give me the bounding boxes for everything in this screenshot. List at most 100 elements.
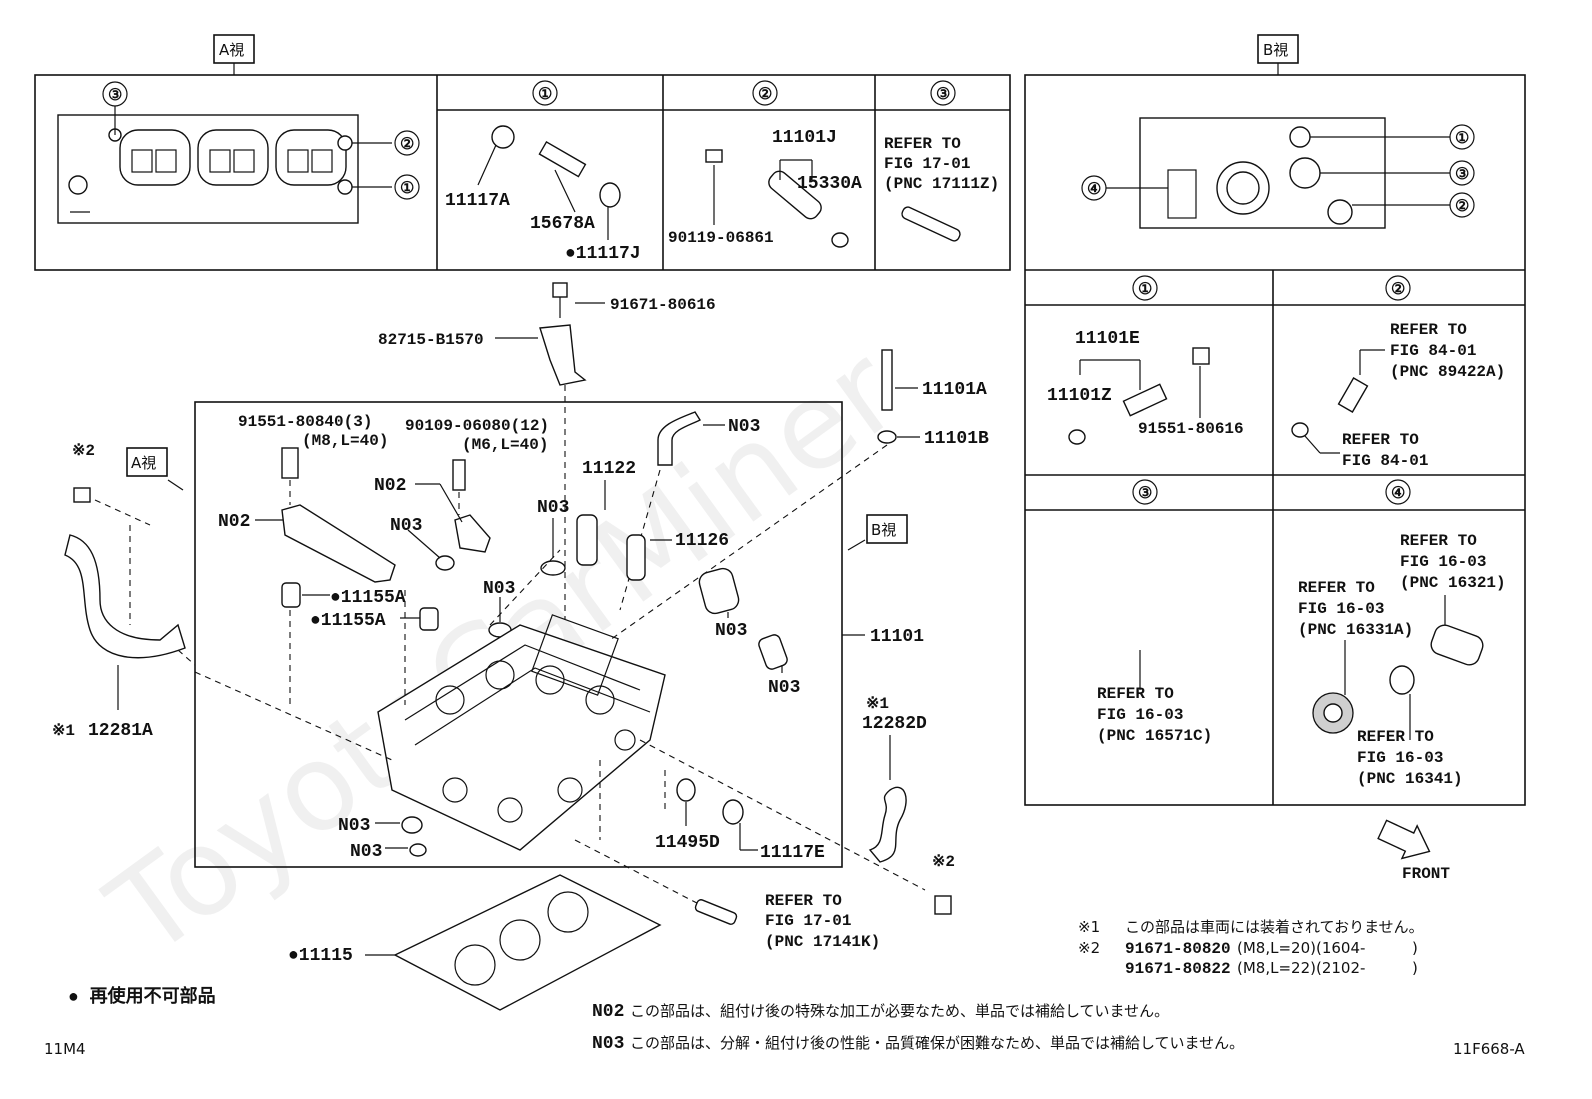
label-n03-1: N03	[390, 516, 422, 536]
refer-main-1: REFER TO	[765, 892, 842, 910]
bushing-11155A-2	[419, 607, 439, 631]
bracket-12281A	[64, 534, 186, 659]
stud-bolt-17141K	[694, 899, 738, 925]
label-11117E: 11117E	[760, 843, 825, 863]
label-x1-left: ※1	[52, 722, 75, 740]
label-n03-6: N03	[338, 816, 370, 836]
label-82715-B1570: 82715-B1570	[378, 331, 484, 349]
a-view-panel: A視 ③ ②	[34, 34, 1011, 271]
b-sub4-refer2-1: REFER TO	[1298, 579, 1375, 597]
refer-main-2: FIG 17-01	[765, 912, 851, 930]
pipe-n03-5	[758, 634, 788, 670]
ring-n03-2	[540, 560, 566, 576]
a-sub2-header: ②	[758, 86, 772, 104]
b-callout-2: ②	[1455, 198, 1469, 216]
note-x1-text: この部品は車両には装着されておりません。	[1125, 918, 1424, 936]
label-11117A: 11117A	[445, 191, 510, 211]
a-callout-3: ③	[108, 87, 122, 105]
bolt-90109	[452, 459, 466, 491]
a-view-tag: A視	[219, 41, 244, 59]
b-view-panel: B視 ① ③ ② ④ ①	[1024, 34, 1526, 806]
label-15330A: 15330A	[797, 174, 862, 194]
note-n02-code: N02	[592, 1002, 624, 1022]
a-sub1-parts	[477, 125, 621, 240]
a-sub3-refer-1: REFER TO	[884, 135, 961, 153]
pipe-n03-3	[698, 567, 740, 615]
b-sub4-refer3-1: REFER TO	[1357, 728, 1434, 746]
label-11155A-2: ●11155A	[310, 611, 386, 631]
b-callout-3: ③	[1455, 166, 1469, 184]
b-sub4-header: ④	[1391, 485, 1405, 503]
b-sub2-refer1-2: FIG 84-01	[1390, 342, 1476, 360]
label-n03-3: N03	[715, 621, 747, 641]
label-91551-80840: 91551-80840(3)	[238, 413, 372, 431]
b-callout-4: ④	[1087, 181, 1101, 199]
note-n02-text: この部品は、組付け後の特殊な加工が必要なため、単品では補給していません。	[630, 1002, 1169, 1020]
pipe-11126	[626, 534, 646, 581]
label-11115: ●11115	[288, 946, 353, 966]
note-x2-end1: )	[1412, 939, 1418, 957]
refer-main-3: (PNC 17141K)	[765, 933, 880, 951]
b-sub4-refer2-2: FIG 16-03	[1298, 600, 1384, 618]
label-11101A: 11101A	[922, 380, 987, 400]
label-n03-4: N03	[483, 579, 515, 599]
b-sub1-parts	[1068, 347, 1210, 445]
cylinder-head-end-view	[1106, 117, 1450, 229]
a-sub3-header: ③	[936, 86, 950, 104]
label-11117J: ●11117J	[565, 244, 641, 264]
note-no-reuse: ● 再使用不可部品	[68, 985, 216, 1008]
label-n03-5: N03	[768, 678, 800, 698]
label-x2-right: ※2	[932, 853, 955, 871]
label-91671-80616: 91671-80616	[610, 296, 716, 314]
label-91551-spec: (M8,L=40)	[302, 432, 388, 450]
a-view-frame	[34, 74, 1011, 271]
gasket-11495D	[676, 778, 696, 802]
bolt-x2-left	[73, 487, 91, 503]
bolt-91551	[281, 447, 299, 479]
bolt-91671-80616	[552, 282, 568, 298]
a-sub1-header: ①	[538, 86, 552, 104]
b-sub2-parts	[1291, 349, 1385, 454]
notes: ※1 この部品は車両には装着されておりません。 ※2 91671-80820 (…	[44, 918, 1525, 1058]
label-11101B: 11101B	[924, 429, 989, 449]
head-gasket-11115	[393, 874, 662, 1011]
b-view-frame	[1024, 74, 1526, 806]
label-90109-spec: (M6,L=40)	[462, 436, 548, 454]
b-sub2-header: ②	[1391, 281, 1405, 299]
label-11495D: 11495D	[655, 833, 720, 853]
b-sub3-refer-1: REFER TO	[1097, 685, 1174, 703]
b-sub4-refer3-2: FIG 16-03	[1357, 749, 1443, 767]
b-sub4-refer1-3: (PNC 16321)	[1400, 574, 1506, 592]
b-callout-1: ①	[1455, 130, 1469, 148]
ring-n03-6	[401, 816, 423, 834]
b-sub1-header: ①	[1138, 281, 1152, 299]
bracket-82715	[539, 324, 587, 386]
corner-left-code: 11M4	[44, 1040, 86, 1058]
b-sub4-refer2-3: (PNC 16331A)	[1298, 621, 1413, 639]
note-x2-pn2: 91671-80822	[1125, 960, 1231, 978]
b-sub2-refer2-2: FIG 84-01	[1342, 452, 1428, 470]
label-n03-top: N03	[728, 417, 760, 437]
front-arrow: FRONT	[1377, 819, 1450, 883]
stud-bolt	[901, 206, 961, 242]
note-x2-pn1: 91671-80820	[1125, 940, 1231, 958]
tube-n03-top	[657, 411, 702, 466]
camshaft-cap-n02	[281, 504, 396, 583]
b-sub3-refer-3: (PNC 16571C)	[1097, 727, 1212, 745]
label-90119-06861: 90119-06861	[668, 229, 774, 247]
front-label: FRONT	[1402, 865, 1450, 883]
label-11101E: 11101E	[1075, 329, 1140, 349]
label-11122: 11122	[582, 459, 636, 479]
label-n03-7: N03	[350, 842, 382, 862]
a-callout-1: ①	[400, 180, 414, 198]
label-11101: 11101	[870, 627, 924, 647]
a-callout-2: ②	[400, 136, 414, 154]
label-x1-right: ※1	[866, 695, 889, 713]
a-view-tag-main: A視	[131, 454, 156, 472]
b-view-tag-main: B視	[871, 521, 896, 539]
label-12281A: 12281A	[88, 721, 153, 741]
b-view-tag: B視	[1263, 41, 1288, 59]
cylinder-head-side-view	[57, 106, 392, 224]
bushing-11155A-1	[281, 582, 301, 608]
ring-n03-7	[409, 843, 427, 857]
